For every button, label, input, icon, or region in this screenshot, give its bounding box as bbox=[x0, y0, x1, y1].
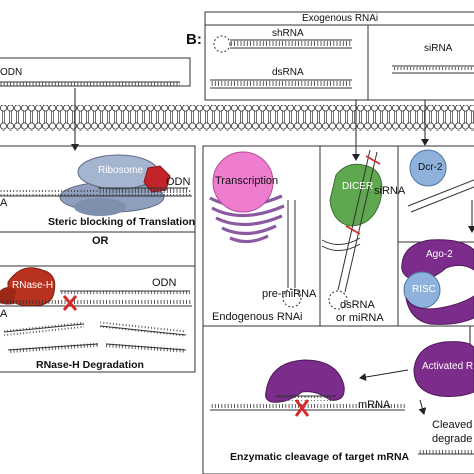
ribosome-label: Ribosome bbox=[98, 165, 144, 176]
degraded-fragments bbox=[3, 321, 187, 354]
steric-caption: Steric blocking of Translation bbox=[48, 216, 196, 228]
dicer-icon bbox=[329, 163, 383, 227]
exogenous-title: Exogenous RNAi bbox=[302, 13, 379, 24]
transcription-icon bbox=[212, 151, 274, 213]
activated-risc-arrow bbox=[359, 369, 409, 381]
dicer-dsrna bbox=[321, 149, 378, 310]
degraded-label: degrade bbox=[432, 433, 473, 445]
risc-label: RISC bbox=[412, 284, 436, 295]
endogenous-label: Endogenous RNAi bbox=[212, 311, 303, 323]
odn-top-label: ODN bbox=[0, 67, 23, 78]
mrna-cleavage-mark-icon bbox=[294, 399, 310, 417]
rnase-h-label: RNase-H bbox=[12, 280, 54, 291]
dcr2-label: Dcr-2 bbox=[418, 162, 443, 173]
dicer-cut-mark-icon bbox=[345, 155, 381, 235]
cleaved-label: Cleaved bbox=[432, 419, 473, 431]
pre-mirna-label: pre-miRNA bbox=[262, 288, 317, 300]
mrna-label: mRNA bbox=[358, 399, 391, 411]
dsrna-or-label: dsRNA bbox=[340, 299, 375, 311]
odn-rnase-label: ODN bbox=[152, 277, 177, 289]
or-mirna-label: or miRNA bbox=[336, 312, 384, 324]
transcription-label: Transcription bbox=[215, 175, 279, 187]
dsrna-exo-label: dsRNA bbox=[272, 67, 304, 78]
odn-ribosome-label: ODN bbox=[166, 176, 191, 188]
dcr2-icon bbox=[409, 149, 447, 187]
odn-top-box bbox=[0, 57, 191, 87]
or-label: OR bbox=[92, 235, 109, 247]
cleaved-fragments bbox=[418, 448, 474, 455]
enzymatic-panel bbox=[202, 325, 474, 474]
cell-membrane bbox=[0, 105, 474, 131]
exo-sirna bbox=[392, 65, 474, 74]
shrna-label: shRNA bbox=[272, 28, 304, 39]
steric-block-panel bbox=[0, 145, 196, 373]
enzymatic-caption: Enzymatic cleavage of target mRNA bbox=[230, 451, 410, 463]
dicer-label: DICER bbox=[342, 181, 374, 192]
sirna-mid-label: siRNA bbox=[374, 185, 406, 197]
a-label-bottom: A bbox=[0, 308, 8, 320]
ago2-label: Ago-2 bbox=[426, 249, 453, 260]
sirna-top-label: siRNA bbox=[424, 43, 453, 54]
exo-dsrna bbox=[210, 79, 352, 89]
cleavage-mark-icon bbox=[62, 295, 78, 311]
panel-b-label: B: bbox=[186, 31, 202, 48]
pre-mirna-hairpin bbox=[282, 200, 302, 308]
rnase-caption: RNase-H Degradation bbox=[36, 359, 144, 371]
activated-risc-icon bbox=[413, 341, 474, 397]
a-label-top: A bbox=[0, 197, 8, 209]
shrna-hairpin bbox=[213, 35, 352, 53]
activated-risc-label: Activated RI bbox=[422, 361, 474, 372]
risc-ago-icon bbox=[405, 295, 474, 325]
dcr2-sirna bbox=[407, 179, 474, 213]
odn-top-strand bbox=[0, 82, 180, 88]
